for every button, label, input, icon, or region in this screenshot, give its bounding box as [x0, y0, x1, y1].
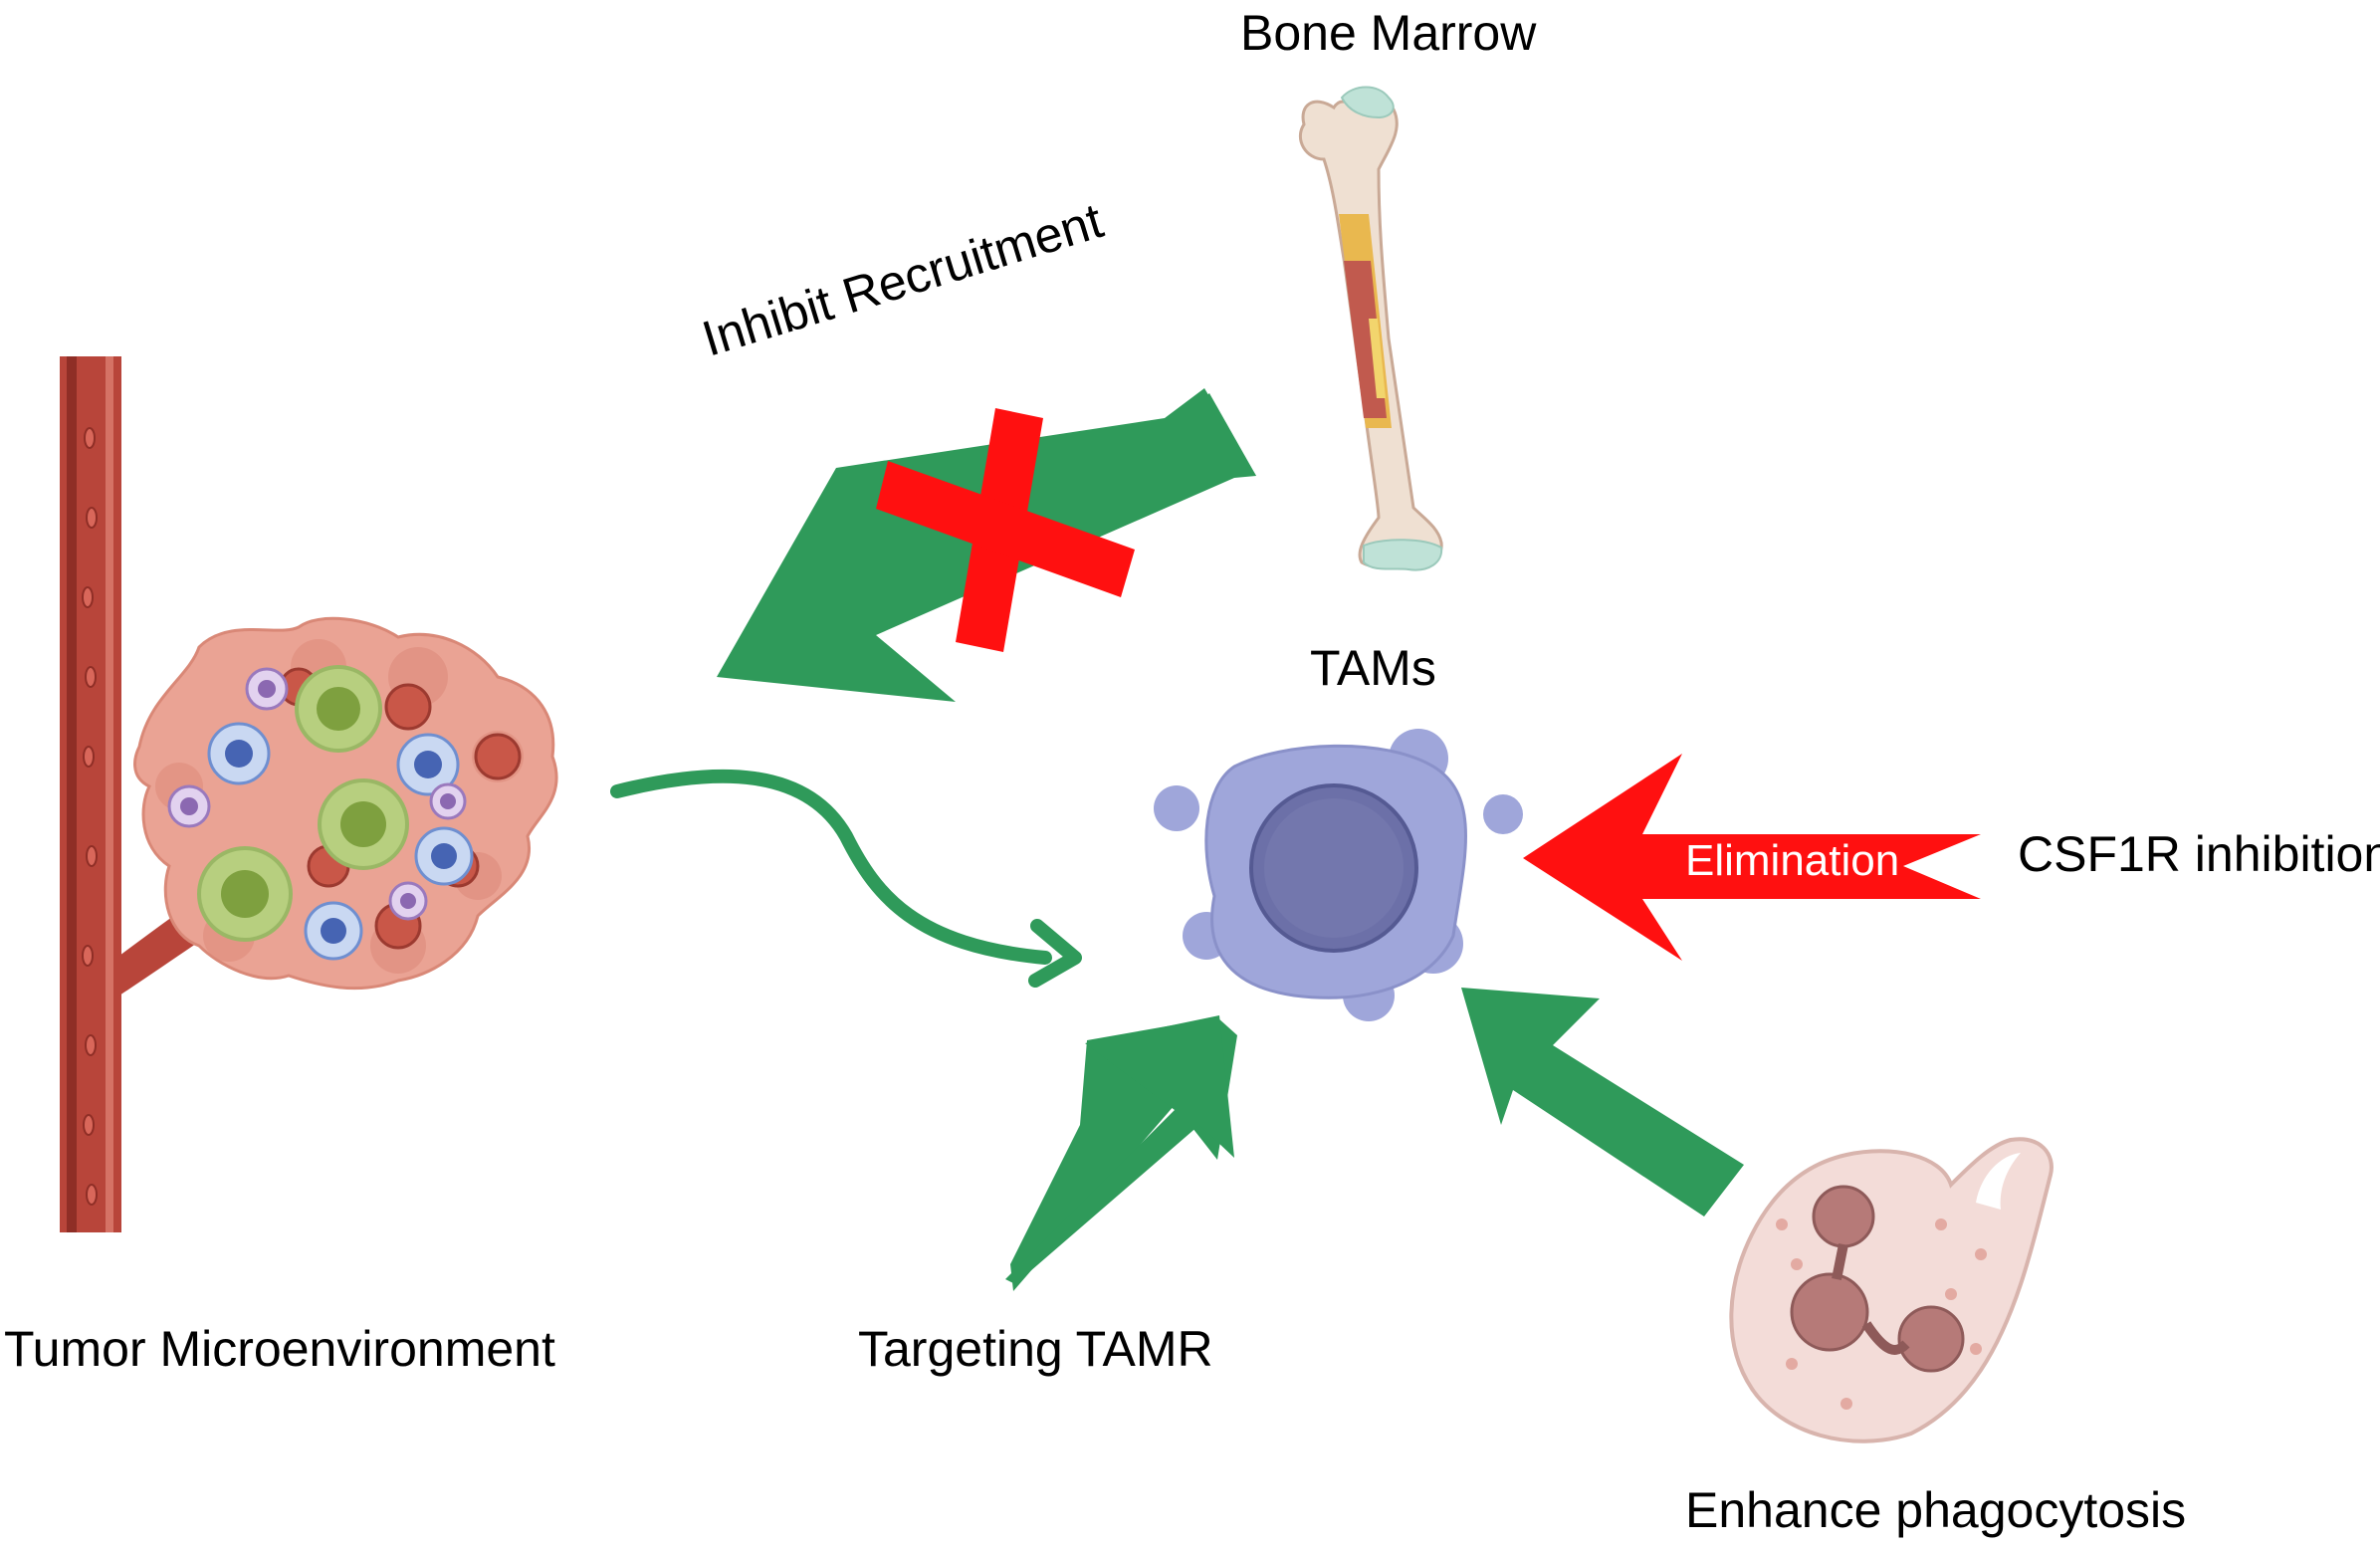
- tams-label: TAMs: [1310, 640, 1436, 696]
- curved-arrow: [610, 769, 1082, 988]
- phagocytosis-arrow: [1461, 988, 1744, 1217]
- bone-marrow-label: Bone Marrow: [1240, 5, 1537, 61]
- phagocyte-icon: [1729, 1137, 2054, 1443]
- bone-icon: [1298, 86, 1443, 571]
- tam-cell-icon: [1154, 729, 1523, 1021]
- tumor-microenvironment-label: Tumor Microenvironment: [4, 1321, 555, 1377]
- elimination-label: Elimination: [1685, 836, 1900, 885]
- block-cross-icon: [876, 408, 1135, 652]
- enhance-phagocytosis-label: Enhance phagocytosis: [1685, 1482, 2187, 1538]
- csf1r-inhibition-label: CSF1R inhibition: [2018, 826, 2380, 882]
- targeting-tamr-label: Targeting TAMR: [858, 1321, 1213, 1377]
- tumor-icon: [133, 616, 558, 991]
- elimination-arrow: [1523, 754, 1981, 961]
